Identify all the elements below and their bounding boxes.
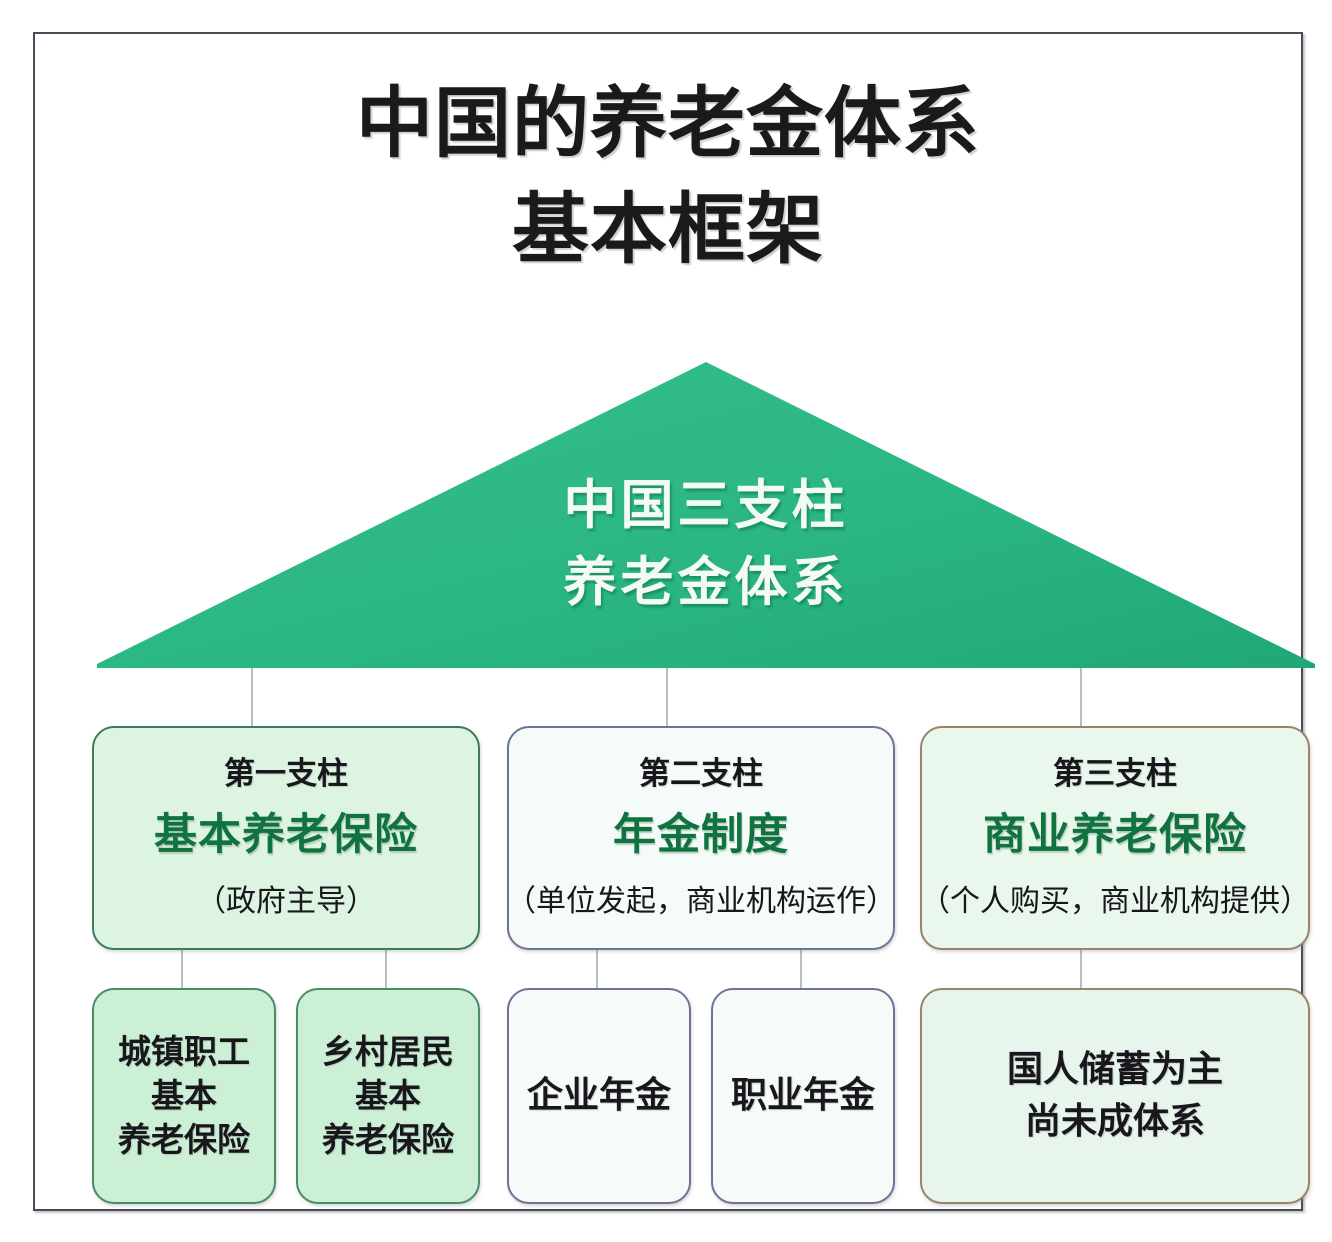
pillar-3-index: 第三支柱 xyxy=(1053,755,1177,792)
leaf-card-occupational-annuity[interactable]: 职业年金 xyxy=(711,988,895,1204)
leaf-personal-savings-line-1: 国人储蓄为主 xyxy=(1006,1048,1223,1090)
pillar-2-note: （单位发起，商业机构运作） xyxy=(506,884,896,920)
leaf-card-personal-savings[interactable]: 国人储蓄为主 尚未成体系 xyxy=(920,988,1310,1204)
connector-triangle-to-pillar-1 xyxy=(251,668,253,726)
page-title: 中国的养老金体系 基本框架 xyxy=(35,72,1301,285)
connector-pillar-1-to-leaf-b xyxy=(385,950,387,988)
leaf-rural-resident-line-1: 乡村居民 xyxy=(322,1031,454,1071)
pyramid-triangle: 中国三支柱 养老金体系 xyxy=(97,362,1315,668)
pillar-1-index: 第一支柱 xyxy=(224,755,348,792)
pillar-card-3[interactable]: 第三支柱 商业养老保险 （个人购买，商业机构提供） xyxy=(920,726,1310,950)
triangle-shape xyxy=(97,362,1315,668)
connector-pillar-2-to-leaf-d xyxy=(800,950,802,988)
pillar-card-2[interactable]: 第二支柱 年金制度 （单位发起，商业机构运作） xyxy=(506,726,896,950)
pillar-3-note: （个人购买，商业机构提供） xyxy=(920,884,1310,920)
connector-triangle-to-pillar-2 xyxy=(666,668,668,726)
leaf-rural-resident-line-2: 基本 xyxy=(355,1075,421,1115)
connector-pillar-2-to-leaf-c xyxy=(596,950,598,988)
leaf-personal-savings-line-2: 尚未成体系 xyxy=(1024,1101,1205,1142)
pillar-1-name: 基本养老保险 xyxy=(154,809,418,860)
leaf-urban-worker-line-2: 基本 xyxy=(151,1075,217,1115)
pillar-1-note: （政府主导） xyxy=(196,884,376,920)
leaf-card-rural-resident[interactable]: 乡村居民 基本 养老保险 xyxy=(296,988,480,1204)
leaf-personal-savings-label: 国人储蓄为主 尚未成体系 xyxy=(1003,1044,1227,1148)
leaf-rural-resident-label: 乡村居民 基本 养老保险 xyxy=(318,1030,458,1163)
leaf-enterprise-annuity-label: 企业年金 xyxy=(526,1074,671,1116)
leaf-occupational-annuity-label: 职业年金 xyxy=(730,1074,875,1116)
connector-triangle-to-pillar-3 xyxy=(1080,668,1082,726)
pillar-2-name: 年金制度 xyxy=(613,809,789,860)
leaf-urban-worker-line-1: 城镇职工 xyxy=(118,1031,250,1071)
leaf-rural-resident-line-3: 养老保险 xyxy=(322,1120,454,1160)
title-line-2: 基本框架 xyxy=(512,186,824,276)
connector-pillar-3-to-leaf-e xyxy=(1080,950,1082,988)
pillar-2-index: 第二支柱 xyxy=(639,755,763,792)
leaf-card-enterprise-annuity[interactable]: 企业年金 xyxy=(507,988,691,1204)
pillar-3-name: 商业养老保险 xyxy=(983,809,1247,860)
connector-pillar-1-to-leaf-a xyxy=(181,950,183,988)
leaf-urban-worker-line-3: 养老保险 xyxy=(118,1120,250,1160)
pillar-card-1[interactable]: 第一支柱 基本养老保险 （政府主导） xyxy=(92,726,480,950)
leaf-card-urban-worker[interactable]: 城镇职工 基本 养老保险 xyxy=(92,988,276,1204)
outer-frame: 中国的养老金体系 基本框架 中国三支柱 养老金体系 xyxy=(33,32,1315,1211)
title-line-1: 中国的养老金体系 xyxy=(356,80,980,169)
leaf-urban-worker-label: 城镇职工 基本 养老保险 xyxy=(114,1030,254,1163)
